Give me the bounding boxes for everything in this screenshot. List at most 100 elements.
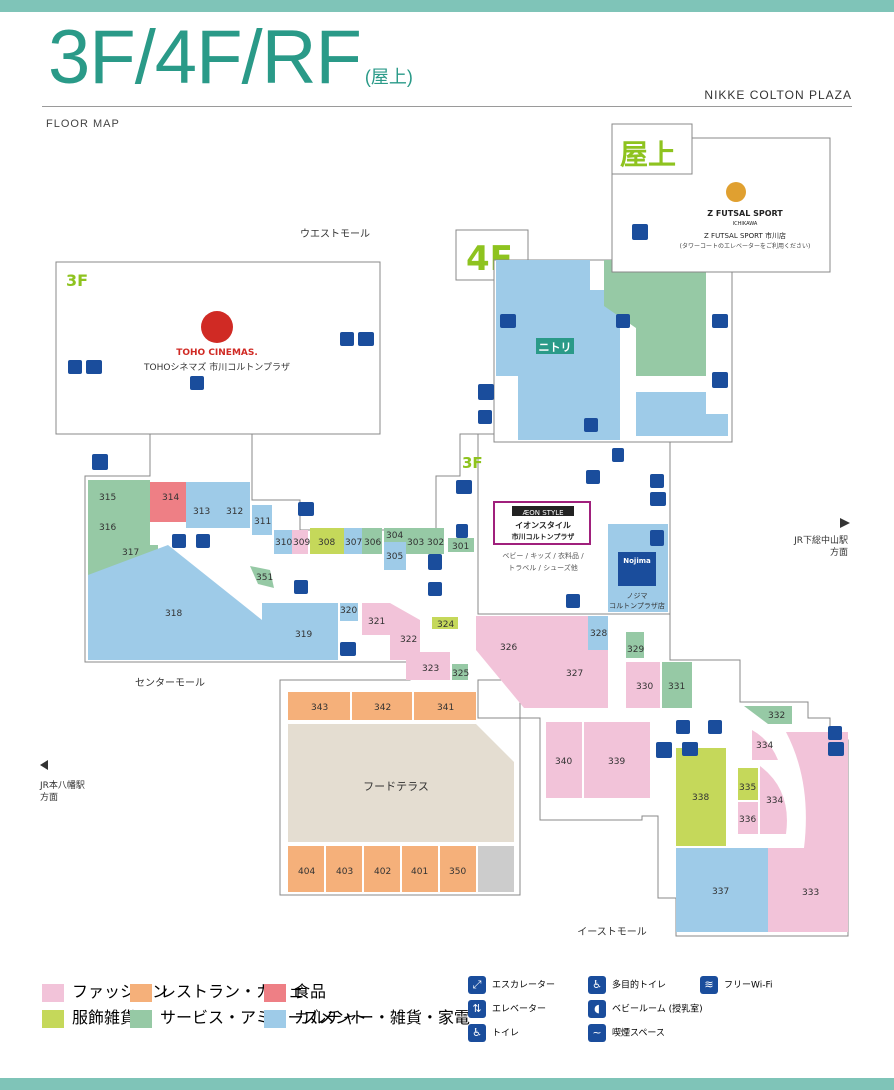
shop-350[interactable] — [288, 846, 324, 892]
shop-334a[interactable] — [752, 730, 778, 760]
shop-319[interactable] — [262, 603, 338, 660]
shop-312[interactable] — [218, 482, 250, 528]
escalator-icon[interactable] — [586, 470, 600, 484]
escalator-icon[interactable] — [190, 376, 204, 390]
shop-331[interactable] — [662, 662, 692, 708]
shop-314[interactable] — [150, 482, 186, 522]
shop-306[interactable] — [362, 528, 382, 554]
shop-325[interactable] — [452, 664, 468, 680]
shop-334b[interactable] — [760, 766, 787, 834]
shop-339[interactable] — [584, 722, 650, 798]
toilet-icon: ♿ — [468, 1024, 486, 1042]
shop-305[interactable] — [384, 542, 406, 570]
shop-349[interactable] — [326, 846, 362, 892]
shop-301[interactable] — [448, 538, 474, 552]
baby-room-icon[interactable] — [456, 524, 468, 538]
escalator-icon[interactable] — [478, 410, 492, 424]
shop-311[interactable] — [252, 505, 272, 535]
escalator-icon[interactable] — [196, 534, 210, 548]
shop-num: 301 — [452, 542, 469, 552]
escalator-icon[interactable] — [584, 418, 598, 432]
toilet-icon[interactable] — [500, 314, 516, 328]
shop-338[interactable] — [676, 748, 726, 846]
escalator-icon[interactable] — [566, 594, 580, 608]
shop-num: 307 — [345, 538, 362, 548]
wifi-icon[interactable] — [172, 534, 186, 548]
elevator-icon[interactable] — [656, 742, 672, 758]
shop-321[interactable] — [362, 603, 390, 635]
shop-404[interactable] — [636, 414, 728, 436]
shop-329[interactable] — [626, 632, 644, 658]
shop-313[interactable] — [186, 482, 218, 528]
shop-332[interactable] — [744, 706, 792, 724]
shop-337[interactable] — [676, 848, 768, 932]
shop-342[interactable] — [352, 692, 412, 720]
toilet-icon[interactable] — [828, 742, 844, 756]
toilet-icon[interactable] — [682, 742, 698, 756]
shop-num: 335 — [739, 783, 756, 793]
escalator-icon[interactable] — [428, 582, 442, 596]
aeon-logo-bar — [512, 506, 574, 516]
toilet-icon[interactable] — [650, 492, 666, 506]
shop-308[interactable] — [310, 528, 344, 554]
shop-310[interactable] — [274, 530, 292, 554]
shop-326[interactable] — [476, 616, 540, 708]
elevator-icon[interactable] — [632, 224, 648, 240]
shop-320[interactable] — [340, 603, 358, 621]
multi-toilet-icon[interactable] — [650, 474, 664, 488]
center-mall-label: センターモール — [135, 677, 205, 689]
toilet-icon[interactable] — [298, 502, 314, 516]
baby-room-icon[interactable] — [612, 448, 624, 462]
multi-toilet-icon[interactable] — [340, 332, 354, 346]
shop-351[interactable] — [250, 566, 274, 588]
elevator-icon[interactable] — [712, 372, 728, 388]
shop-316[interactable] — [88, 515, 150, 545]
shop-341[interactable] — [414, 692, 476, 720]
elevator-icon[interactable] — [428, 554, 442, 570]
shop-324[interactable] — [432, 617, 458, 629]
cinema-area[interactable] — [55, 261, 381, 435]
shop-340[interactable] — [546, 722, 582, 798]
shop-330[interactable] — [626, 662, 660, 708]
shop-328[interactable] — [588, 616, 608, 650]
food-terrace-area[interactable] — [288, 724, 514, 842]
shop-336[interactable] — [738, 802, 758, 834]
shop-318[interactable] — [88, 545, 262, 660]
shop-348[interactable] — [364, 846, 400, 892]
elevator-icon[interactable] — [478, 384, 494, 400]
shop-333[interactable] — [768, 732, 848, 932]
escalator-icon[interactable] — [708, 720, 722, 734]
swatch — [130, 983, 152, 1002]
swatch — [130, 1009, 152, 1028]
shop-402[interactable] — [636, 392, 706, 414]
shop-346[interactable] — [440, 846, 476, 892]
escalator-icon[interactable] — [616, 314, 630, 328]
shop-304[interactable] — [384, 528, 406, 542]
shop-323[interactable] — [406, 652, 450, 680]
elevator-icon[interactable] — [92, 454, 108, 470]
wifi-icon[interactable] — [676, 720, 690, 734]
shop-343[interactable] — [288, 692, 350, 720]
shop-322[interactable] — [390, 603, 420, 660]
shop-335[interactable] — [738, 768, 758, 800]
shop-303[interactable] — [406, 528, 426, 554]
multi-toilet-icon[interactable] — [68, 360, 82, 374]
shop-309[interactable] — [292, 530, 308, 554]
shop-num: 308 — [318, 538, 335, 548]
toilet-icon[interactable] — [340, 642, 356, 656]
aeon-goods: ベビー / キッズ / 衣料品 / — [502, 551, 584, 560]
elevator-icon[interactable] — [650, 530, 664, 546]
toilet-icon[interactable] — [358, 332, 374, 346]
shop-num: 337 — [712, 887, 729, 897]
shop-403[interactable] — [604, 260, 706, 376]
wifi-icon[interactable] — [294, 580, 308, 594]
multi-toilet-icon[interactable] — [828, 726, 842, 740]
shop-347[interactable] — [402, 846, 438, 892]
toilet-icon[interactable] — [86, 360, 102, 374]
shop-302[interactable] — [426, 528, 444, 554]
shop-315[interactable] — [88, 480, 150, 515]
elevator-icon: ⇅ — [468, 1000, 486, 1018]
toilet-icon[interactable] — [712, 314, 728, 328]
toilet-icon[interactable] — [456, 480, 472, 494]
shop-307[interactable] — [344, 528, 362, 554]
